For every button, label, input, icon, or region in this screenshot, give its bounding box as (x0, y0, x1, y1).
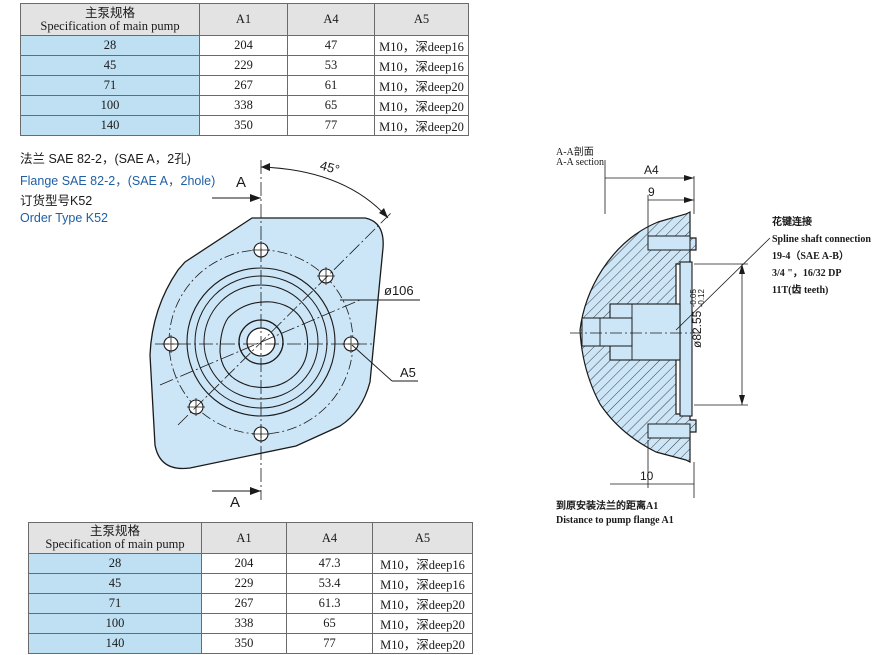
cell-a1: 338 (201, 613, 287, 634)
table-row: 71 267 61.3 M10，深deep20 (28, 593, 473, 614)
spec-table-top: 主泵规格 Specification of main pump A1 A4 A5… (20, 3, 469, 136)
arrow-head (739, 264, 745, 274)
spline-teeth: 11T(齿 teeth) (772, 285, 829, 296)
section-dimensions (604, 160, 771, 498)
cell-model: 140 (28, 633, 202, 654)
order-type-cn: 订货型号K52 (20, 194, 93, 208)
section-label-a-top: A (236, 174, 247, 191)
dim-9-label: 9 (648, 185, 655, 199)
cell-a4: 65 (286, 613, 373, 634)
distance-en: Distance to pump flange A1 (556, 515, 674, 526)
cell-model: 71 (28, 593, 202, 614)
table-header-row: 主泵规格 Specification of main pump A1 A4 A5 (28, 522, 473, 554)
header-model: 主泵规格 Specification of main pump (28, 522, 202, 554)
arrow-head (250, 194, 261, 202)
section-title-en: A-A section (556, 157, 605, 168)
header-a1: A1 (199, 3, 288, 36)
header-a4: A4 (286, 522, 373, 554)
cell-a5: M10，深deep20 (374, 115, 469, 136)
arrow-head (250, 487, 261, 495)
diameter-label: ø106 (384, 283, 414, 298)
header-model: 主泵规格 Specification of main pump (20, 3, 200, 36)
spline-spec: 花键连接 Spline shaft connection 19-4（SAE A-… (772, 214, 871, 299)
order-type-en: Order Type K52 (20, 211, 109, 225)
spline-en: Spline shaft connection (772, 234, 871, 245)
header-model-en: Specification of main pump (40, 18, 180, 33)
cell-a1: 350 (199, 115, 288, 136)
table-row: 140 350 77 M10，深deep20 (28, 633, 473, 654)
front-view (149, 160, 420, 500)
bolt-pocket (647, 235, 691, 251)
cell-a5: M10，深deep16 (372, 553, 473, 574)
spec-table-bottom: 主泵规格 Specification of main pump A1 A4 A5… (28, 522, 473, 654)
cell-a1: 267 (199, 75, 288, 96)
angle-arc (260, 166, 389, 219)
cell-model: 100 (28, 613, 202, 634)
header-a5: A5 (372, 522, 473, 554)
header-model-en: Specification of main pump (45, 537, 185, 551)
cell-a5: M10，深deep20 (372, 633, 473, 654)
arrow-head (261, 163, 270, 171)
spline-std: 19-4（SAE A-B） (772, 251, 849, 262)
header-model-cn: 主泵规格 (84, 5, 135, 20)
flange-title-cn: 法兰 SAE 82-2，(SAE A，2孔) (20, 152, 191, 166)
dim-a4-label: A4 (644, 163, 659, 177)
distance-label: 到原安装法兰的距离A1 Distance to pump flange A1 (556, 500, 674, 528)
header-a1: A1 (201, 522, 287, 554)
cell-a5: M10，深deep16 (372, 573, 473, 594)
cell-model: 28 (28, 553, 202, 574)
section-view (570, 160, 771, 498)
section-diameter: ø82.55 (690, 310, 705, 348)
bolt-pocket (647, 423, 691, 439)
tolerance: -0.05 -0.12 (689, 289, 706, 308)
section-diameter-label: ø82.55 -0.05 -0.12 (689, 289, 706, 348)
spline-outline (219, 301, 309, 389)
distance-cn: 到原安装法兰的距离A1 (556, 501, 659, 512)
cell-a4: 77 (287, 115, 375, 136)
arrow-head (684, 175, 694, 181)
hole-label: A5 (400, 365, 416, 380)
flange-title-en: Flange SAE 82-2，(SAE A，2hole) (20, 174, 216, 188)
cell-a4: 61.3 (286, 593, 373, 614)
cell-model: 100 (20, 95, 200, 116)
table-header-row: 主泵规格 Specification of main pump A1 A4 A5 (20, 3, 469, 36)
cell-a1: 204 (201, 553, 287, 574)
cell-model: 45 (28, 573, 202, 594)
header-model-cn: 主泵规格 (89, 524, 140, 538)
cell-a5: M10，深deep20 (372, 593, 473, 614)
shaft-core (581, 317, 633, 347)
spline-cn: 花键连接 (772, 217, 812, 228)
cell-a5: M10，深deep20 (372, 613, 473, 634)
cell-a1: 229 (201, 573, 287, 594)
section-label-a-bottom: A (230, 494, 241, 511)
table-row: 28 204 47.3 M10，深deep16 (28, 553, 473, 574)
section-title: A-A剖面 A-A section (556, 148, 604, 168)
hole-leader (351, 344, 393, 382)
section-title-cn: A-A剖面 (556, 147, 594, 158)
cell-a4: 47.3 (286, 553, 373, 574)
tolerance-lower: -0.12 (697, 289, 706, 308)
cell-model: 71 (20, 75, 200, 96)
arrow-head (379, 208, 388, 218)
center-lines (155, 160, 393, 500)
header-a4: A4 (287, 3, 375, 36)
cell-a1: 350 (201, 633, 287, 654)
cell-a5: M10，深deep16 (374, 35, 469, 56)
cell-a4: 53.4 (286, 573, 373, 594)
cell-model: 140 (20, 115, 200, 136)
arrow-head (684, 197, 694, 203)
table-row: 140 350 77 M10，深deep20 (20, 115, 469, 136)
cell-a4: 77 (286, 633, 373, 654)
header-a5: A5 (374, 3, 469, 36)
dim-10-label: 10 (640, 469, 654, 483)
cell-a1: 267 (201, 593, 287, 614)
spline-size: 3/4 "，16/32 DP (772, 268, 842, 279)
arrow-head (739, 395, 745, 405)
table-row: 45 229 53.4 M10，深deep16 (28, 573, 473, 594)
table-row: 100 338 65 M10，深deep20 (20, 95, 469, 116)
cell-model: 28 (20, 35, 200, 56)
table-row: 100 338 65 M10，深deep20 (28, 613, 473, 634)
